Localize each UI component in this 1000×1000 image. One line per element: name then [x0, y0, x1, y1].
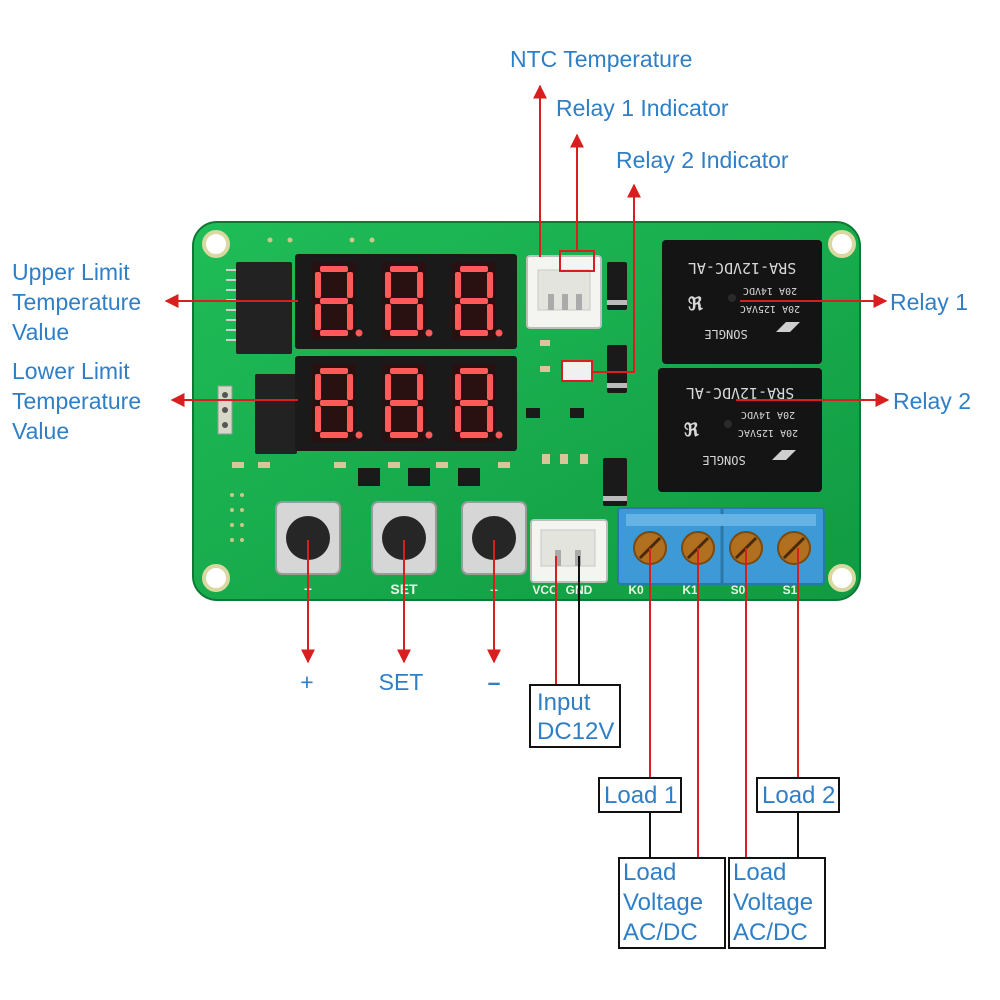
input-line2: DC12V [537, 718, 614, 745]
upper-limit-line1: Upper Limit [12, 259, 130, 285]
upper-limit-label: Upper Limit Temperature Value [12, 259, 141, 345]
silk-s1: S1 [783, 583, 798, 597]
load-voltage-2-line1: Load [733, 859, 786, 886]
load1-label: Load 1 [604, 782, 677, 809]
mounting-holes [202, 230, 856, 592]
ntc-connector [526, 255, 602, 329]
relay2-rating1-text: 20A 14VDC [741, 409, 795, 420]
input-box: Input DC12V [529, 684, 621, 748]
load-voltage-box-1: Load Voltage AC/DC [618, 857, 726, 949]
load-voltage-2-line2: Voltage [733, 889, 813, 916]
lower-limit-label: Lower Limit Temperature Value [12, 358, 141, 444]
set-label: SET [379, 669, 424, 695]
power-connector [530, 519, 608, 583]
relay2-indicator-label: Relay 2 Indicator [616, 147, 789, 173]
lower-display [295, 356, 517, 451]
pcb-board: + SET – VCC GND SRA-12VDC-AL 20A 14VDC 2… [192, 221, 861, 601]
lower-limit-line1: Lower Limit [12, 358, 130, 384]
load-voltage-1-line1: Load [623, 859, 676, 886]
relay2-brand-text: SONGLE [702, 453, 745, 467]
ic-chip-top [226, 262, 292, 354]
relay1-rating1-text: 20A 14VDC [743, 285, 797, 296]
plus-label: + [300, 669, 313, 695]
input-line1: Input [537, 689, 591, 716]
ic-chip-bottom [217, 374, 297, 454]
upper-display [295, 254, 517, 349]
set-push-button [371, 501, 437, 575]
relay2-indicator-arrow [592, 183, 641, 373]
minus-label: – [488, 669, 501, 695]
screw-s1 [777, 531, 811, 565]
load2-label: Load 2 [762, 782, 835, 809]
silk-k1: K1 [682, 583, 698, 597]
relay1-part-text: SRA-12VDC-AL [688, 259, 796, 277]
svg-text:ℜ: ℜ [684, 420, 699, 441]
relay2-led-highlight [561, 360, 593, 382]
load-voltage-1-line2: Voltage [623, 889, 703, 916]
silk-k0: K0 [628, 583, 644, 597]
relay1-rating2-text: 20A 125VAC [740, 303, 800, 314]
silk-vcc: VCC [532, 583, 558, 597]
load-voltage-2-line3: AC/DC [733, 919, 808, 946]
relay2-label: Relay 2 [893, 388, 971, 414]
relay1-indicator-label: Relay 1 Indicator [556, 95, 729, 121]
screw-terminal-block [617, 507, 825, 585]
callout-arrows [164, 84, 890, 858]
upper-limit-line2: Temperature [12, 289, 141, 315]
lower-limit-line2: Temperature [12, 388, 141, 414]
load2-box: Load 2 [756, 777, 840, 813]
relay1-brand-text: SONGLE [704, 327, 747, 341]
minus-push-button [461, 501, 527, 575]
lower-limit-line3: Value [12, 418, 69, 444]
load-voltage-1-line3: AC/DC [623, 919, 698, 946]
relay2-part-text: SRA-12VDC-AL [686, 384, 794, 402]
svg-text:ℜ: ℜ [688, 294, 703, 315]
plus-push-button [275, 501, 341, 575]
silk-s0: S0 [731, 583, 746, 597]
load1-box: Load 1 [598, 777, 682, 813]
upper-limit-line3: Value [12, 319, 69, 345]
relay2-rating2-text: 20A 125VAC [738, 427, 798, 438]
load-voltage-box-2: Load Voltage AC/DC [728, 857, 826, 949]
ntc-temperature-label: NTC Temperature [510, 46, 692, 72]
relay-2: SRA-12VDC-AL 20A 14VDC 20A 125VAC SONGLE… [658, 368, 822, 492]
relay1-label: Relay 1 [890, 289, 968, 315]
